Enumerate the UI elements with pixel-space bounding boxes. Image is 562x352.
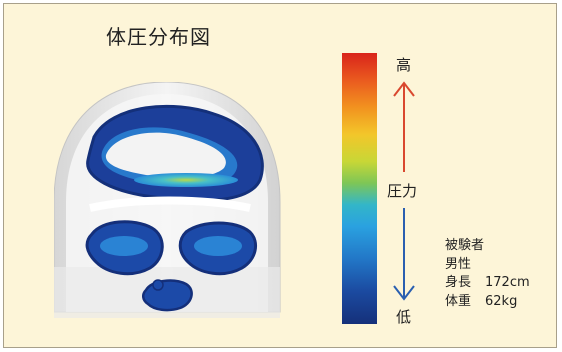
subject-height-label: 身長 — [445, 275, 472, 290]
bottom-pressure-dot — [152, 279, 164, 291]
pillow-divider — [89, 196, 251, 212]
upper-high-pressure-strip — [134, 173, 238, 187]
pressure-map-illustration — [54, 82, 281, 318]
subject-info: 被験者 男性 身長 172cm 体重 62kg — [445, 237, 530, 311]
pressure-direction-arrows — [393, 81, 415, 301]
subject-weight-value: 62kg — [485, 293, 518, 309]
right-lobe-mid — [194, 236, 242, 256]
subject-weight-label: 体重 — [445, 293, 472, 309]
figure-title: 体圧分布図 — [106, 25, 211, 49]
subject-heading: 被験者 — [445, 238, 485, 253]
bottom-pressure-patch — [142, 279, 193, 312]
colorbar-low-label: 低 — [396, 308, 412, 326]
figure-panel: 体圧分布図 — [3, 3, 557, 348]
colorbar-high-label: 高 — [396, 56, 412, 74]
arrow-up-icon — [393, 81, 415, 172]
pressure-colorbar — [342, 53, 377, 324]
upper-hollow — [105, 132, 226, 178]
subject-sex: 男性 — [445, 256, 472, 272]
arrow-down-icon — [393, 208, 415, 301]
left-lobe-mid — [100, 236, 148, 256]
subject-height-value: 172cm — [485, 275, 530, 290]
colorbar-axis-label: 圧力 — [387, 182, 418, 200]
subject-height-row: 身長 172cm — [445, 274, 530, 293]
subject-weight-row: 体重 62kg — [445, 293, 530, 312]
